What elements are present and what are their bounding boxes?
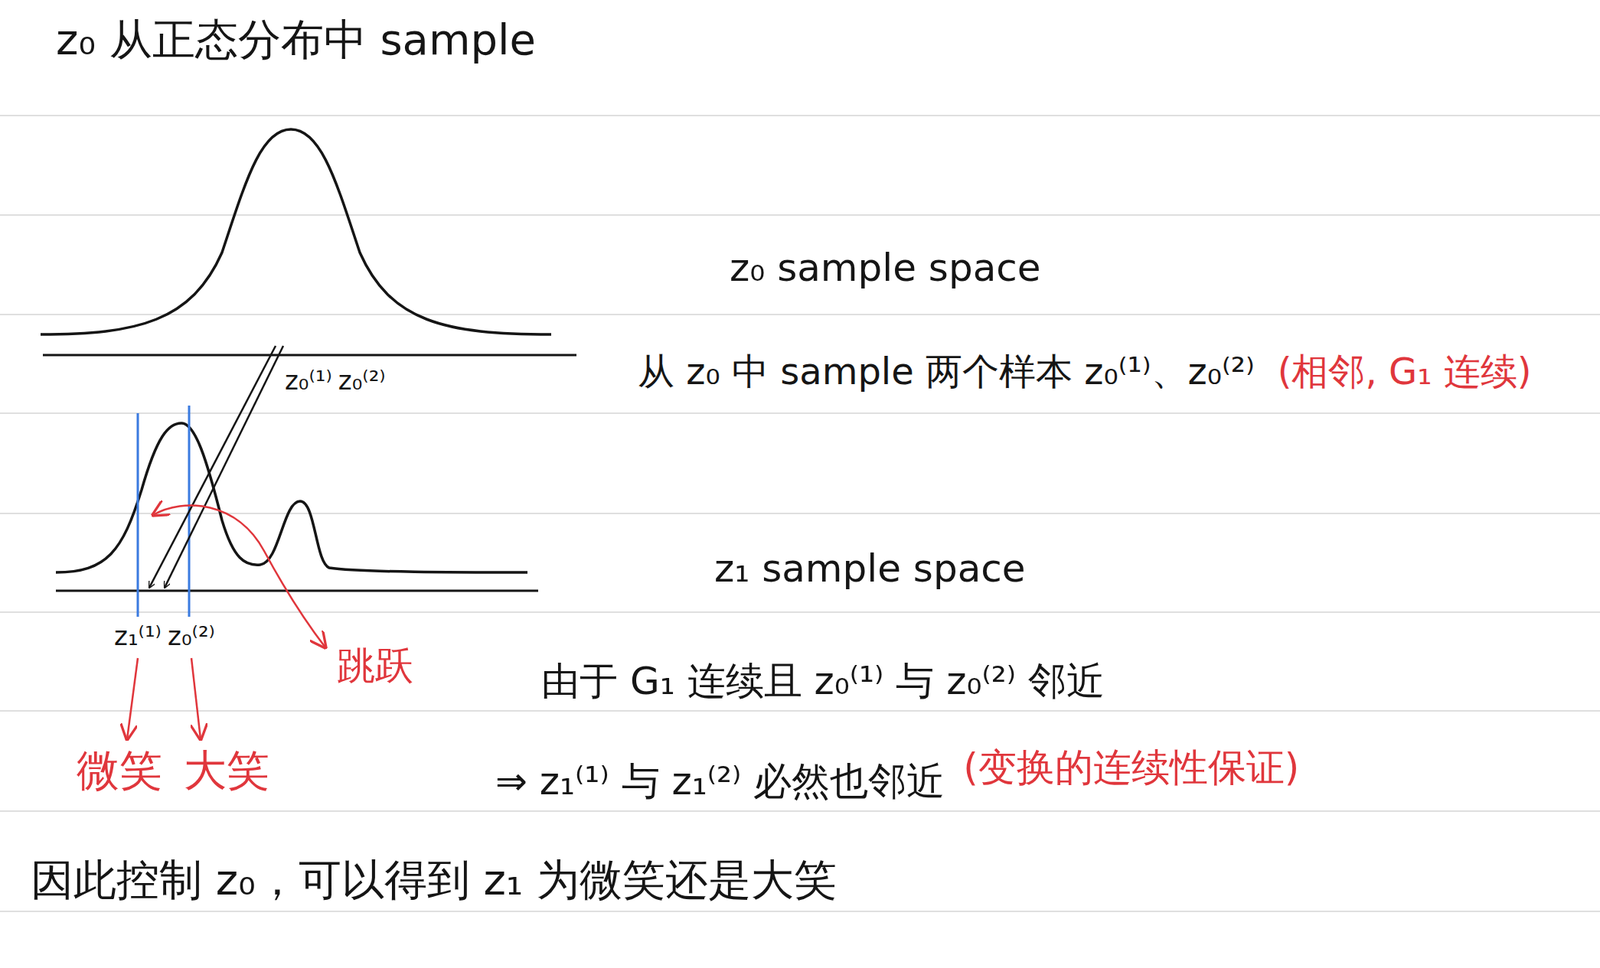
result-arrow: [191, 658, 201, 740]
note-text: z₀⁽²⁾: [338, 365, 386, 396]
mapping-arrow: [164, 346, 284, 588]
ruled-line: [0, 810, 1600, 813]
ruled-line: [0, 214, 1600, 216]
result-arrow: [127, 658, 138, 740]
ruled-line: [0, 313, 1600, 316]
note-text: z₀⁽¹⁾: [284, 365, 333, 396]
ruled-line: [0, 911, 1600, 913]
note-text: (相邻, G₁ 连续): [1277, 350, 1532, 393]
note-text: (变换的连续性保证): [963, 746, 1300, 791]
ruled-line: [0, 710, 1600, 712]
note-text: 从 z₀ 中 sample 两个样本 z₀⁽¹⁾、z₀⁽²⁾: [637, 350, 1255, 393]
note-text: 大笑: [183, 746, 270, 796]
note-text: 由于 G₁ 连续且 z₀⁽¹⁾ 与 z₀⁽²⁾ 邻近: [541, 659, 1105, 705]
note-text: ⇒ z₁⁽¹⁾ 与 z₁⁽²⁾ 必然也邻近: [495, 760, 945, 805]
axis-line: [55, 590, 539, 593]
normal-curve: [40, 129, 552, 335]
note-text: z₀ sample space: [729, 246, 1042, 291]
note-text: z₀⁽²⁾: [167, 621, 216, 652]
distribution-curve: [55, 423, 528, 573]
page-title: z₀ 从正态分布中 sample: [55, 15, 536, 65]
axis-line: [42, 354, 577, 357]
note-text: z₁ sample space: [714, 547, 1026, 592]
note-text: z₁⁽¹⁾: [114, 621, 162, 652]
ruled-line: [0, 512, 1600, 515]
ruled-line: [0, 611, 1600, 614]
note-text: 因此控制 z₀，可以得到 z₁ 为微笑还是大笑: [30, 855, 837, 905]
note-text: 跳跃: [336, 644, 414, 689]
mapping-arrow: [149, 346, 276, 588]
sample-marker: [137, 413, 140, 618]
ruled-lines: [0, 115, 1600, 912]
note-text: 微笑: [76, 746, 163, 796]
ruled-line: [0, 114, 1600, 117]
